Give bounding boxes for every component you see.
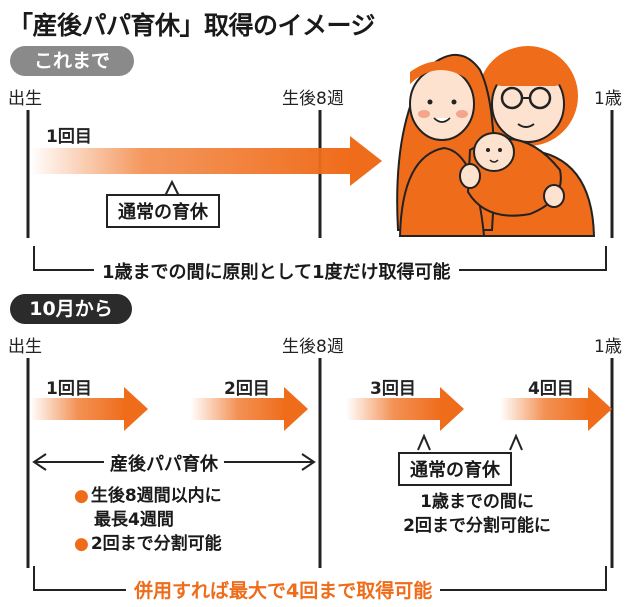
round1-label-after: 1回目	[46, 379, 92, 399]
callout-pointer-after-1	[417, 433, 431, 451]
label-birth-before: 出生	[8, 89, 42, 109]
label-age1-before: 1歳	[594, 89, 622, 109]
summary-after: 併用すれば最大で4回まで取得可能	[126, 576, 441, 603]
callout-pointer-before	[164, 179, 180, 197]
callout-regular-leave-before: 通常の育休	[106, 194, 220, 228]
badge-before: これまで	[10, 46, 134, 76]
arrow-round2-after	[190, 387, 308, 431]
right-note-line2: 2回まで分割可能に	[403, 516, 551, 536]
round4-label-after: 4回目	[528, 379, 574, 399]
round3-label-after: 3回目	[370, 379, 416, 399]
label-week8-after: 生後8週	[282, 337, 344, 357]
page-title: 「産後パパ育休」取得のイメージ	[8, 11, 376, 40]
right-note-line1: 1歳までの間に	[420, 492, 534, 512]
callout-pointer-after-2	[509, 433, 523, 451]
right-note: 1歳までの間に 2回まで分割可能に	[372, 490, 582, 538]
label-birth-after: 出生	[8, 337, 42, 357]
round1-label-before: 1回目	[46, 127, 92, 147]
callout-regular-leave-after: 通常の育休	[398, 452, 512, 486]
family-holding-baby-icon	[396, 46, 596, 237]
label-week8-before: 生後8週	[282, 89, 344, 109]
arrow-round1-before	[30, 136, 382, 186]
summary-before: 1歳までの間に原則として1度だけ取得可能	[94, 258, 459, 284]
label-age1-after: 1歳	[594, 337, 622, 357]
round2-label-after: 2回目	[224, 379, 270, 399]
note-a: ●生後8週間以内に 最長4週間 ●2回まで分割可能	[74, 484, 222, 556]
arrow-round3-after	[346, 387, 464, 431]
arrow-round4-after	[500, 387, 612, 431]
note-b: 2回まで分割可能	[90, 534, 222, 554]
note-a-line2: 最長4週間	[94, 510, 174, 530]
arrow-round1-after	[30, 387, 148, 431]
bullet-icon: ●	[74, 534, 89, 554]
span-label-paternity-leave: 産後パパ育休	[104, 450, 224, 476]
badge-after: 10月から	[10, 294, 132, 324]
bullet-icon: ●	[74, 486, 89, 506]
note-a-line1: 生後8週間以内に	[90, 486, 222, 506]
